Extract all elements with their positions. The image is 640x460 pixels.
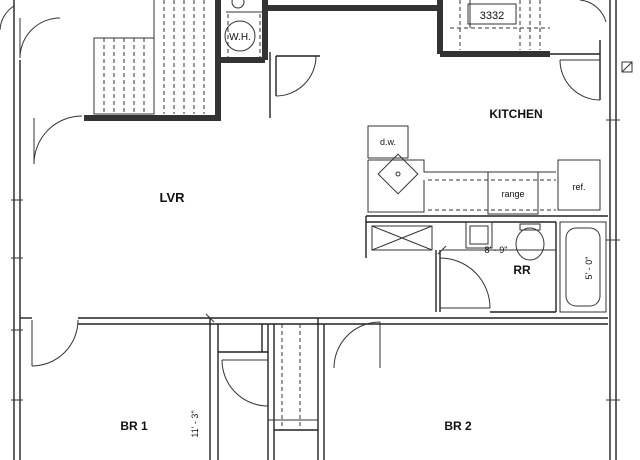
room-label-bedroom-2: BR 2 (444, 419, 472, 433)
refrigerator-label: ref. (572, 182, 585, 192)
dimension-bath-depth: 5' - 0" (584, 257, 594, 280)
door-swings (0, 0, 607, 407)
room-label-bedroom-1: BR 1 (120, 419, 148, 433)
interior-walls (20, 40, 608, 460)
water-heater: W.H. (224, 0, 262, 58)
unit-number-box (467, 3, 517, 25)
stair-treads-right (450, 0, 550, 50)
kitchen-sink (377, 153, 419, 195)
range (487, 171, 539, 215)
water-heater-label: W.H. (229, 32, 251, 43)
room-label-bath: RR (513, 263, 531, 277)
bathtub (559, 221, 607, 313)
dimension-bedroom-1-depth: 11' - 3" (190, 410, 200, 437)
range-label: range (501, 189, 524, 199)
linen-cabinet (371, 225, 433, 251)
room-label-living: LVR (159, 190, 185, 205)
stair-core: 3332 (84, 0, 550, 121)
dimension-bath-width: 8' - 9" (485, 245, 508, 255)
stair-treads-left (93, 0, 205, 115)
exterior-walls (11, 0, 633, 460)
toilet (515, 227, 545, 261)
unit-number: 3332 (480, 10, 504, 22)
dimensions: 8' - 9" 5' - 0" 11' - 3" (190, 245, 594, 438)
refrigerator (557, 159, 601, 211)
bath-sink (465, 221, 493, 249)
room-label-kitchen: KITCHEN (489, 107, 542, 121)
dishwasher (367, 125, 409, 159)
bath-fixtures (371, 221, 607, 313)
dishwasher-label: d.w. (380, 137, 396, 147)
kitchen-fixtures: d.w. range ref. (367, 125, 601, 215)
